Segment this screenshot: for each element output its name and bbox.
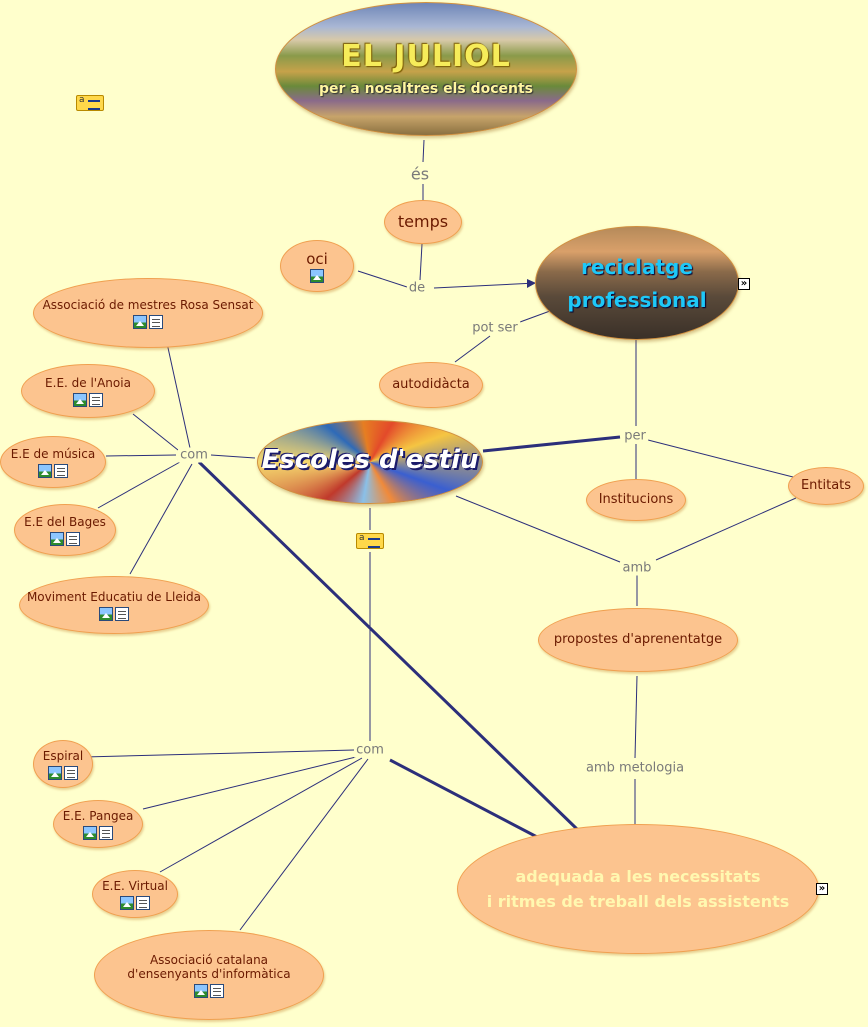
autodidacta-label: autodidàcta xyxy=(392,377,470,392)
image-resource-icon[interactable] xyxy=(83,825,97,840)
list-item-anoia[interactable]: E.E. de l'Anoia xyxy=(21,364,155,418)
document-resource-icon[interactable] xyxy=(136,895,150,910)
expand-icon[interactable]: » xyxy=(738,278,750,290)
item-label: E.E del Bages xyxy=(24,514,106,529)
item-label: E.E. de l'Anoia xyxy=(45,375,131,390)
oci-label: oci xyxy=(306,250,328,268)
list-item-bages[interactable]: E.E del Bages xyxy=(14,504,116,556)
temps-label: temps xyxy=(397,212,449,231)
adequada-node[interactable]: adequada a les necessitats i ritmes de t… xyxy=(457,824,819,954)
title-text: EL JULIOL xyxy=(341,39,511,74)
document-resource-icon[interactable] xyxy=(54,463,68,478)
image-resource-icon[interactable] xyxy=(120,895,134,910)
escoles-estiu-node[interactable]: Escoles d'estiu xyxy=(257,420,483,504)
entitats-label: Entitats xyxy=(800,478,852,493)
title-node[interactable]: EL JULIOL per a nosaltres els docents xyxy=(275,2,577,136)
reciclatge-professional-node[interactable]: reciclatge professional xyxy=(535,226,739,340)
adequada-label-line2: i ritmes de treball dels assistents xyxy=(486,892,790,911)
item-label: Associació catalana d'ensenyants d'infor… xyxy=(127,952,291,981)
image-resource-icon[interactable] xyxy=(48,765,62,780)
link-label-de: de xyxy=(406,280,428,296)
document-resource-icon[interactable] xyxy=(99,825,113,840)
image-resource-icon[interactable] xyxy=(73,392,87,407)
item-label: Associació de mestres Rosa Sensat xyxy=(42,297,254,312)
autodidacta-node[interactable]: autodidàcta xyxy=(379,362,483,408)
expand-icon[interactable]: » xyxy=(816,883,828,895)
image-resource-icon[interactable] xyxy=(99,606,113,621)
document-resource-icon[interactable] xyxy=(149,314,163,329)
image-resource-icon[interactable] xyxy=(194,983,208,998)
document-resource-icon[interactable] xyxy=(115,606,129,621)
document-resource-icon[interactable] xyxy=(210,983,224,998)
list-item-informatica[interactable]: Associació catalana d'ensenyants d'infor… xyxy=(94,930,324,1020)
item-label: E.E de música xyxy=(10,446,96,461)
item-label: Moviment Educatiu de Lleida xyxy=(26,589,202,604)
oci-node[interactable]: oci xyxy=(280,240,354,292)
list-item-virtual[interactable]: E.E. Virtual xyxy=(92,870,178,918)
arrowhead xyxy=(527,279,536,288)
list-item-lleida[interactable]: Moviment Educatiu de Lleida xyxy=(19,576,209,634)
item-label: E.E. Pangea xyxy=(62,808,134,823)
link-label-es: és xyxy=(408,164,432,184)
link-label-pot-ser: pot ser xyxy=(470,320,520,336)
list-item-rosa-sensat[interactable]: Associació de mestres Rosa Sensat xyxy=(33,278,263,348)
document-resource-icon[interactable] xyxy=(66,531,80,546)
document-resource-icon[interactable] xyxy=(89,392,103,407)
annotation-icon[interactable] xyxy=(76,95,104,111)
link-label-amb-metologia: amb metologia xyxy=(583,760,687,776)
annotation-icon[interactable] xyxy=(356,533,384,549)
entitats-node[interactable]: Entitats xyxy=(788,467,864,505)
escoles-label: Escoles d'estiu xyxy=(261,445,479,475)
link-label-com: com xyxy=(178,447,210,463)
institucions-node[interactable]: Institucions xyxy=(586,479,686,521)
adequada-label-line1: adequada a les necessitats xyxy=(515,867,761,886)
title-subtitle: per a nosaltres els docents xyxy=(318,81,533,97)
reciclatge-label: reciclatge xyxy=(581,255,693,279)
image-resource-icon[interactable] xyxy=(310,269,324,283)
institucions-label: Institucions xyxy=(598,492,674,507)
image-resource-icon[interactable] xyxy=(38,463,52,478)
link-label-com: com xyxy=(354,742,386,758)
list-item-musica[interactable]: E.E de música xyxy=(0,436,106,488)
item-label: Espiral xyxy=(42,748,84,763)
image-resource-icon[interactable] xyxy=(133,314,147,329)
professional-label: professional xyxy=(567,288,707,312)
image-resource-icon[interactable] xyxy=(50,531,64,546)
link-label-per: per xyxy=(622,428,648,444)
link-label-amb: amb xyxy=(620,560,654,576)
propostes-label: propostes d'aprenentatge xyxy=(553,632,723,647)
propostes-node[interactable]: propostes d'aprenentatge xyxy=(538,608,738,672)
document-resource-icon[interactable] xyxy=(64,765,78,780)
list-item-pangea[interactable]: E.E. Pangea xyxy=(53,800,143,848)
item-label: E.E. Virtual xyxy=(102,878,168,893)
list-item-espiral[interactable]: Espiral xyxy=(33,740,93,788)
temps-node[interactable]: temps xyxy=(384,200,462,244)
